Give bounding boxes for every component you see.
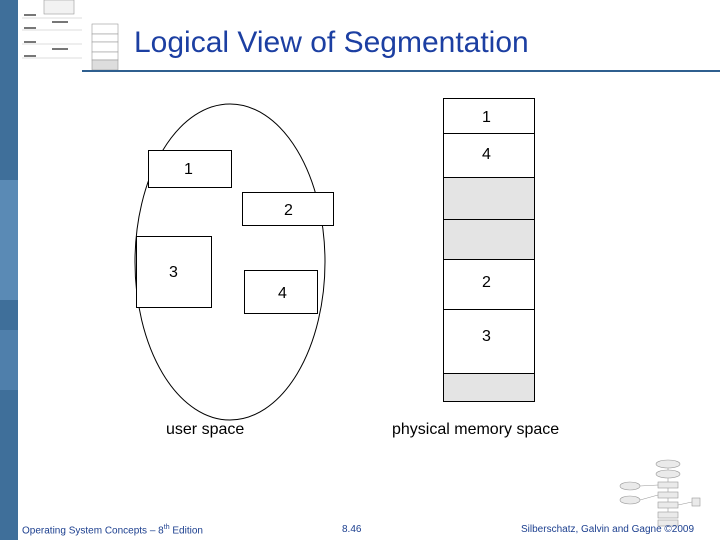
page-title: Logical View of Segmentation [134,26,529,59]
user-segment-2: 2 [242,192,334,226]
user-segment-1: 1 [148,150,232,188]
user-segment-3: 3 [136,236,212,308]
segment-label: 2 [284,202,293,219]
segment-label: 3 [169,264,178,281]
memory-block-free [443,220,535,260]
memory-block-free [443,374,535,402]
title-underline [82,70,720,72]
footer-page-number: 8.46 [342,524,362,535]
memory-block-2: 2 [443,260,535,310]
memory-block-free [443,178,535,220]
footer-left: Operating System Concepts – 8th Edition [22,524,203,536]
sidebar-band [0,330,18,390]
footer-copyright: Silberschatz, Galvin and Gagne ©2009 [521,524,695,535]
memory-block-label: 1 [482,109,491,126]
segment-label: 4 [278,285,287,302]
memory-block-label: 2 [482,274,491,291]
memory-block-label: 4 [482,146,491,163]
user-space-caption: user space [166,421,245,438]
memory-block-3: 3 [443,310,535,374]
footer-edition-word: Edition [169,525,203,537]
footer-edition-superscript: th [163,524,170,531]
memory-block-label: 3 [482,328,491,345]
user-segment-4: 4 [244,270,318,314]
segment-label: 1 [184,161,193,178]
footer-book-title: Operating System Concepts – 8 [22,525,164,537]
flowchart-thumbnail [619,459,701,527]
sidebar-band [0,180,18,300]
memory-block-4: 4 [443,134,535,178]
physical-memory-caption: physical memory space [392,421,560,438]
left-sidebar [0,0,18,540]
thumbnail-graphic [22,0,82,59]
memory-block-1: 1 [443,98,535,134]
